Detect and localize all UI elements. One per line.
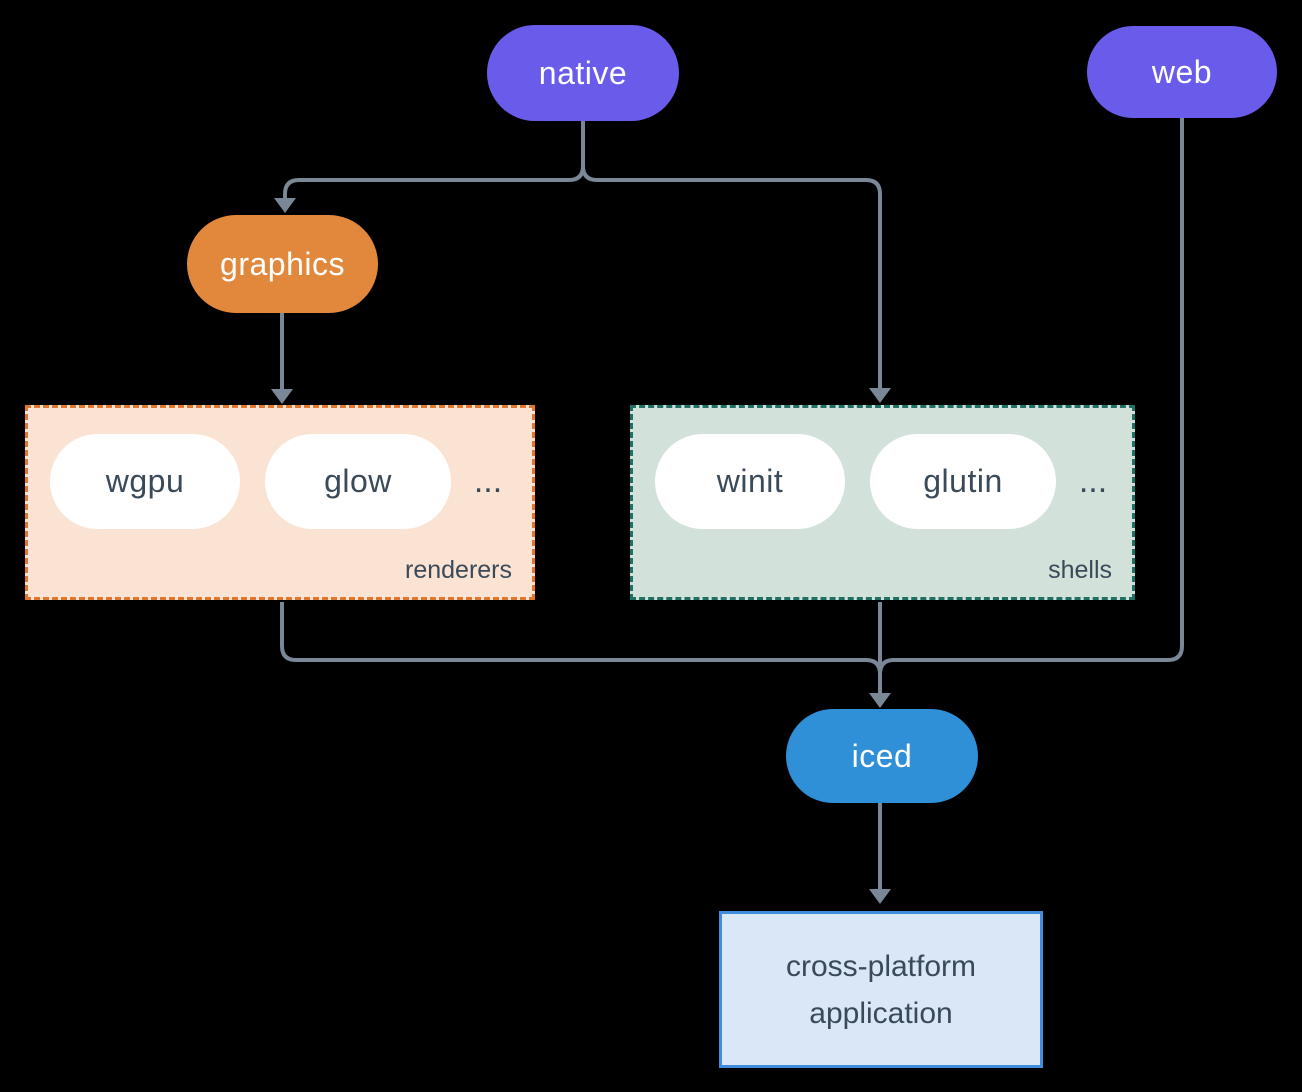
group-renderers-label: renderers: [405, 556, 512, 584]
edge-native-to-shells: [581, 165, 882, 390]
arrowhead-into-graphics: [274, 198, 296, 213]
node-iced-label: iced: [851, 737, 913, 774]
node-web: web: [1087, 26, 1277, 118]
app-label-line2: application: [809, 996, 953, 1030]
node-glutin-label: glutin: [923, 463, 1003, 499]
group-renderers-box: wgpu glow ... renderers: [25, 405, 535, 600]
node-graphics-label: graphics: [220, 245, 345, 282]
arrowhead-into-iced: [869, 693, 891, 708]
edge-renderers-to-iced: [280, 602, 882, 675]
node-wgpu-label: wgpu: [105, 463, 185, 499]
arrowhead-into-shells: [869, 388, 891, 403]
renderers-ellipsis: ...: [473, 462, 503, 500]
node-native-label: native: [538, 54, 628, 91]
app-label-line1: cross-platform: [785, 949, 977, 983]
edge-native-to-graphics: [283, 165, 585, 199]
node-cross-platform-application: cross-platform application: [719, 911, 1043, 1068]
arrowhead-into-renderers: [271, 389, 293, 404]
shells-ellipsis: ...: [1078, 462, 1108, 500]
node-graphics: graphics: [187, 215, 378, 313]
node-native: native: [487, 25, 679, 121]
node-iced: iced: [786, 709, 978, 803]
node-glow-label: glow: [324, 463, 392, 499]
node-winit: winit: [655, 434, 845, 529]
arrowhead-into-app: [869, 889, 891, 904]
node-web-label: web: [1151, 53, 1213, 90]
node-winit-label: winit: [716, 463, 784, 499]
group-shells-box: winit glutin ... shells: [630, 405, 1135, 600]
node-glow: glow: [265, 434, 451, 529]
node-wgpu: wgpu: [50, 434, 240, 529]
group-shells-label: shells: [1048, 556, 1112, 584]
node-glutin: glutin: [870, 434, 1056, 529]
